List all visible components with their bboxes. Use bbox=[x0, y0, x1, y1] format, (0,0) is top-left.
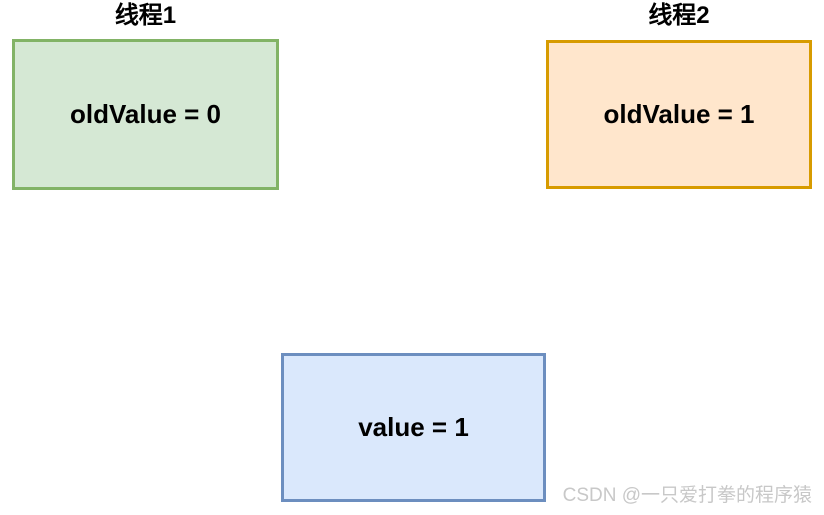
shared-value-box: value = 1 bbox=[281, 353, 546, 502]
thread2-label: 线程2 bbox=[648, 2, 710, 29]
thread1-label: 线程1 bbox=[114, 2, 177, 29]
thread1-oldvalue-box: oldValue = 0 bbox=[12, 39, 279, 190]
csdn-watermark: CSDN @一只爱打拳的程序猿 bbox=[562, 485, 812, 506]
thread2-oldvalue-box: oldValue = 1 bbox=[546, 40, 812, 189]
